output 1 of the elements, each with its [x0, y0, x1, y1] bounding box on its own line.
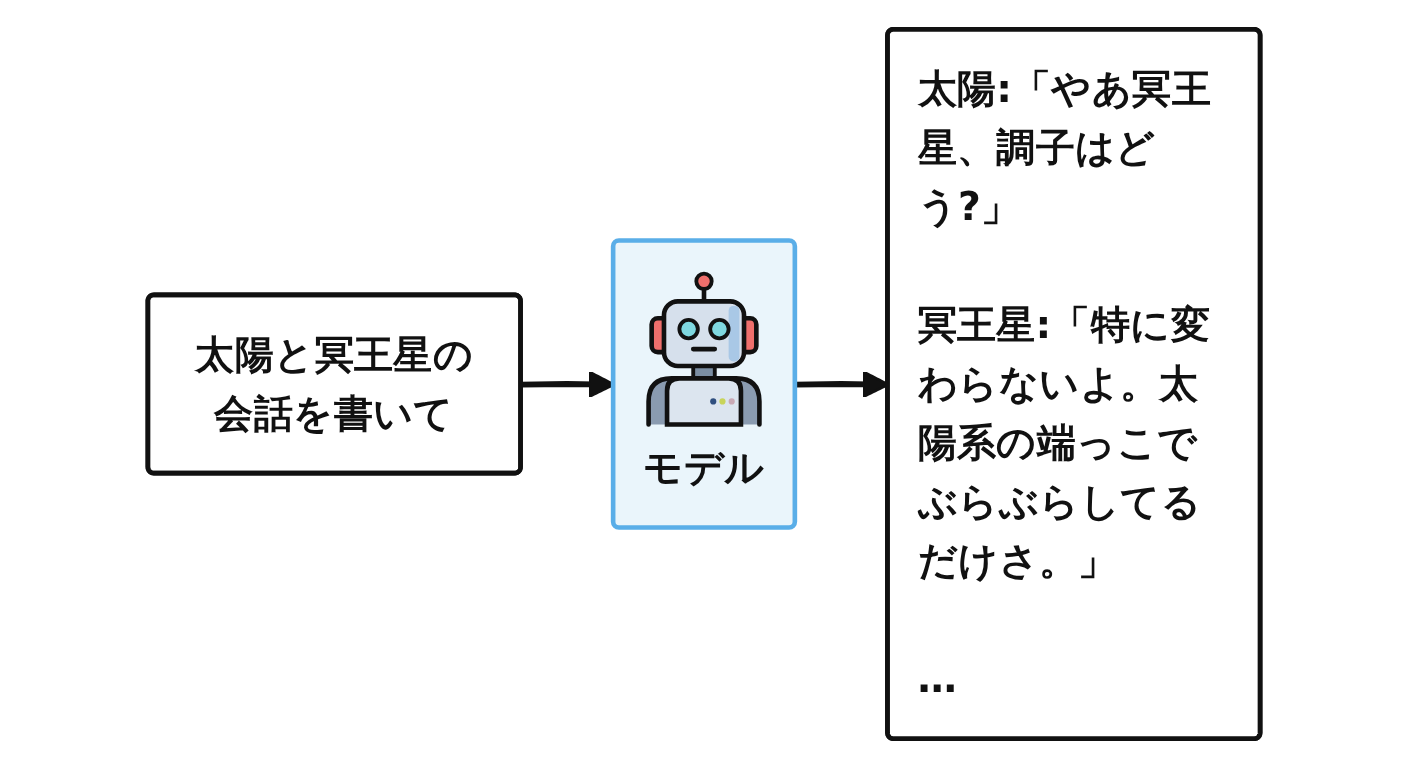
node-box: モデル — [610, 238, 798, 530]
